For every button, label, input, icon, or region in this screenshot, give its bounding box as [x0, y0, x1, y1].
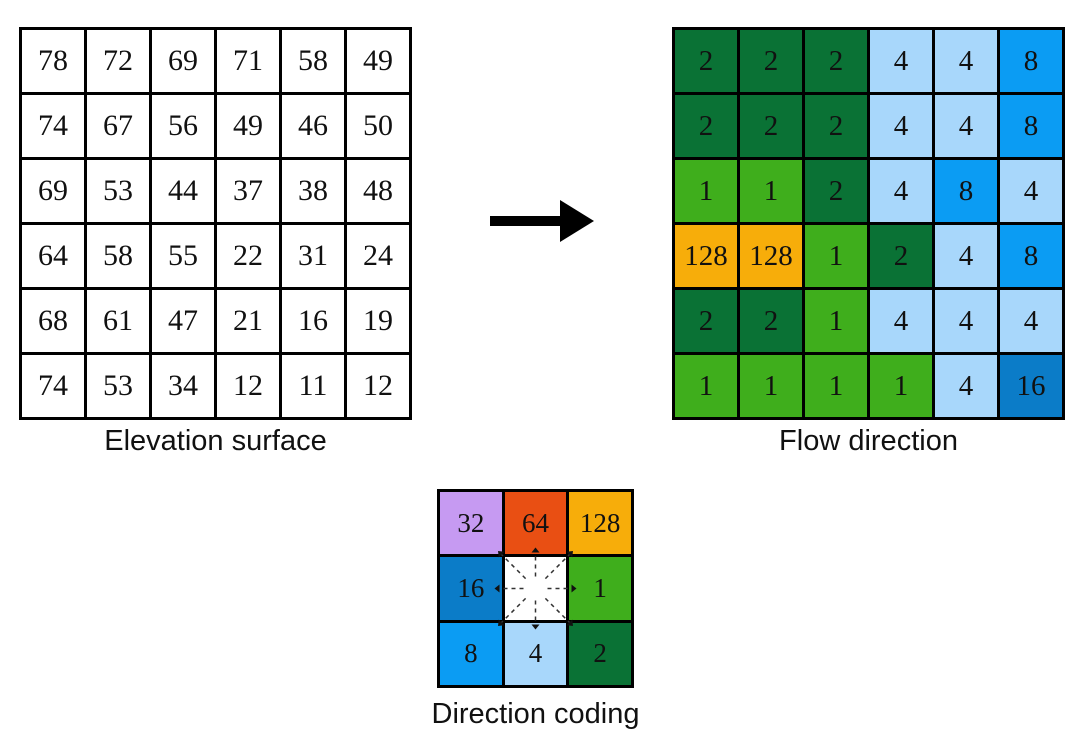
flow-direction-cell: 8: [1000, 30, 1062, 92]
elevation-cell: 71: [217, 30, 279, 92]
elevation-cell: 48: [347, 160, 409, 222]
elevation-cell: 12: [217, 355, 279, 417]
elevation-cell: 38: [282, 160, 344, 222]
elevation-cell: 68: [22, 290, 84, 352]
flow-direction-cell: 4: [935, 30, 997, 92]
elevation-surface-label: Elevation surface: [104, 425, 327, 457]
flow-direction-cell: 1: [870, 355, 932, 417]
flow-direction-cell: 1: [805, 355, 867, 417]
direction-code-cell: 16: [440, 557, 502, 620]
flow-direction-cell: 4: [870, 290, 932, 352]
elevation-cell: 61: [87, 290, 149, 352]
elevation-cell: 58: [282, 30, 344, 92]
elevation-cell: 53: [87, 160, 149, 222]
elevation-cell: 69: [152, 30, 214, 92]
elevation-cell: 19: [347, 290, 409, 352]
elevation-cell: 55: [152, 225, 214, 287]
flow-direction-cell: 2: [740, 30, 802, 92]
elevation-cell: 37: [217, 160, 279, 222]
elevation-cell: 74: [22, 355, 84, 417]
elevation-cell: 74: [22, 95, 84, 157]
flow-direction-cell: 8: [935, 160, 997, 222]
elevation-cell: 22: [217, 225, 279, 287]
elevation-cell: 69: [22, 160, 84, 222]
direction-code-cell: 2: [569, 622, 631, 685]
flow-direction-cell: 2: [805, 95, 867, 157]
flow-direction-cell: 2: [675, 290, 737, 352]
elevation-cell: 72: [87, 30, 149, 92]
flow-direction-cell: 4: [870, 30, 932, 92]
elevation-cell: 78: [22, 30, 84, 92]
flow-direction-label: Flow direction: [779, 425, 958, 457]
flow-direction-cell: 2: [870, 225, 932, 287]
flow-direction-cell: 1: [740, 355, 802, 417]
flow-direction-cell: 2: [805, 160, 867, 222]
flow-direction-cell: 4: [935, 225, 997, 287]
direction-code-cell: [504, 557, 567, 620]
direction-code-cell: 32: [440, 492, 502, 555]
flow-direction-cell: 2: [740, 290, 802, 352]
elevation-cell: 21: [217, 290, 279, 352]
elevation-cell: 44: [152, 160, 214, 222]
flow-direction-cell: 16: [1000, 355, 1062, 417]
elevation-cell: 67: [87, 95, 149, 157]
elevation-cell: 49: [347, 30, 409, 92]
flow-direction-cell: 128: [740, 225, 802, 287]
direction-code-cell: 128: [569, 492, 631, 555]
elevation-cell: 50: [347, 95, 409, 157]
flow-direction-cell: 4: [870, 160, 932, 222]
direction-code-cell: 4: [504, 622, 567, 685]
elevation-cell: 34: [152, 355, 214, 417]
flow-direction-cell: 8: [1000, 95, 1062, 157]
flow-direction-cell: 1: [675, 160, 737, 222]
flow-direction-cell: 8: [1000, 225, 1062, 287]
flow-direction-cell: 1: [740, 160, 802, 222]
flow-direction-cell: 1: [675, 355, 737, 417]
flow-direction-cell: 4: [935, 95, 997, 157]
elevation-cell: 64: [22, 225, 84, 287]
elevation-cell: 24: [347, 225, 409, 287]
elevation-cell: 53: [87, 355, 149, 417]
flow-direction-cell: 2: [740, 95, 802, 157]
direction-code-cell: 64: [504, 492, 567, 555]
flow-direction-cell: 2: [675, 95, 737, 157]
flow-direction-cell: 4: [935, 355, 997, 417]
flow-direction-cell: 4: [870, 95, 932, 157]
elevation-cell: 46: [282, 95, 344, 157]
elevation-cell: 11: [282, 355, 344, 417]
elevation-cell: 12: [347, 355, 409, 417]
elevation-cell: 16: [282, 290, 344, 352]
elevation-cell: 56: [152, 95, 214, 157]
elevation-cell: 47: [152, 290, 214, 352]
flow-direction-cell: 1: [805, 290, 867, 352]
direction-coding-label: Direction coding: [431, 698, 640, 730]
flow-direction-cell: 4: [1000, 290, 1062, 352]
flow-direction-cell: 2: [805, 30, 867, 92]
flow-direction-cell: 1: [805, 225, 867, 287]
elevation-cell: 58: [87, 225, 149, 287]
direction-code-cell: 1: [569, 557, 631, 620]
flow-direction-cell: 4: [935, 290, 997, 352]
elevation-cell: 49: [217, 95, 279, 157]
flow-direction-cell: 2: [675, 30, 737, 92]
right-arrow-icon: [490, 200, 594, 242]
flow-direction-cell: 128: [675, 225, 737, 287]
direction-code-cell: 8: [440, 622, 502, 685]
elevation-cell: 31: [282, 225, 344, 287]
flow-direction-cell: 4: [1000, 160, 1062, 222]
